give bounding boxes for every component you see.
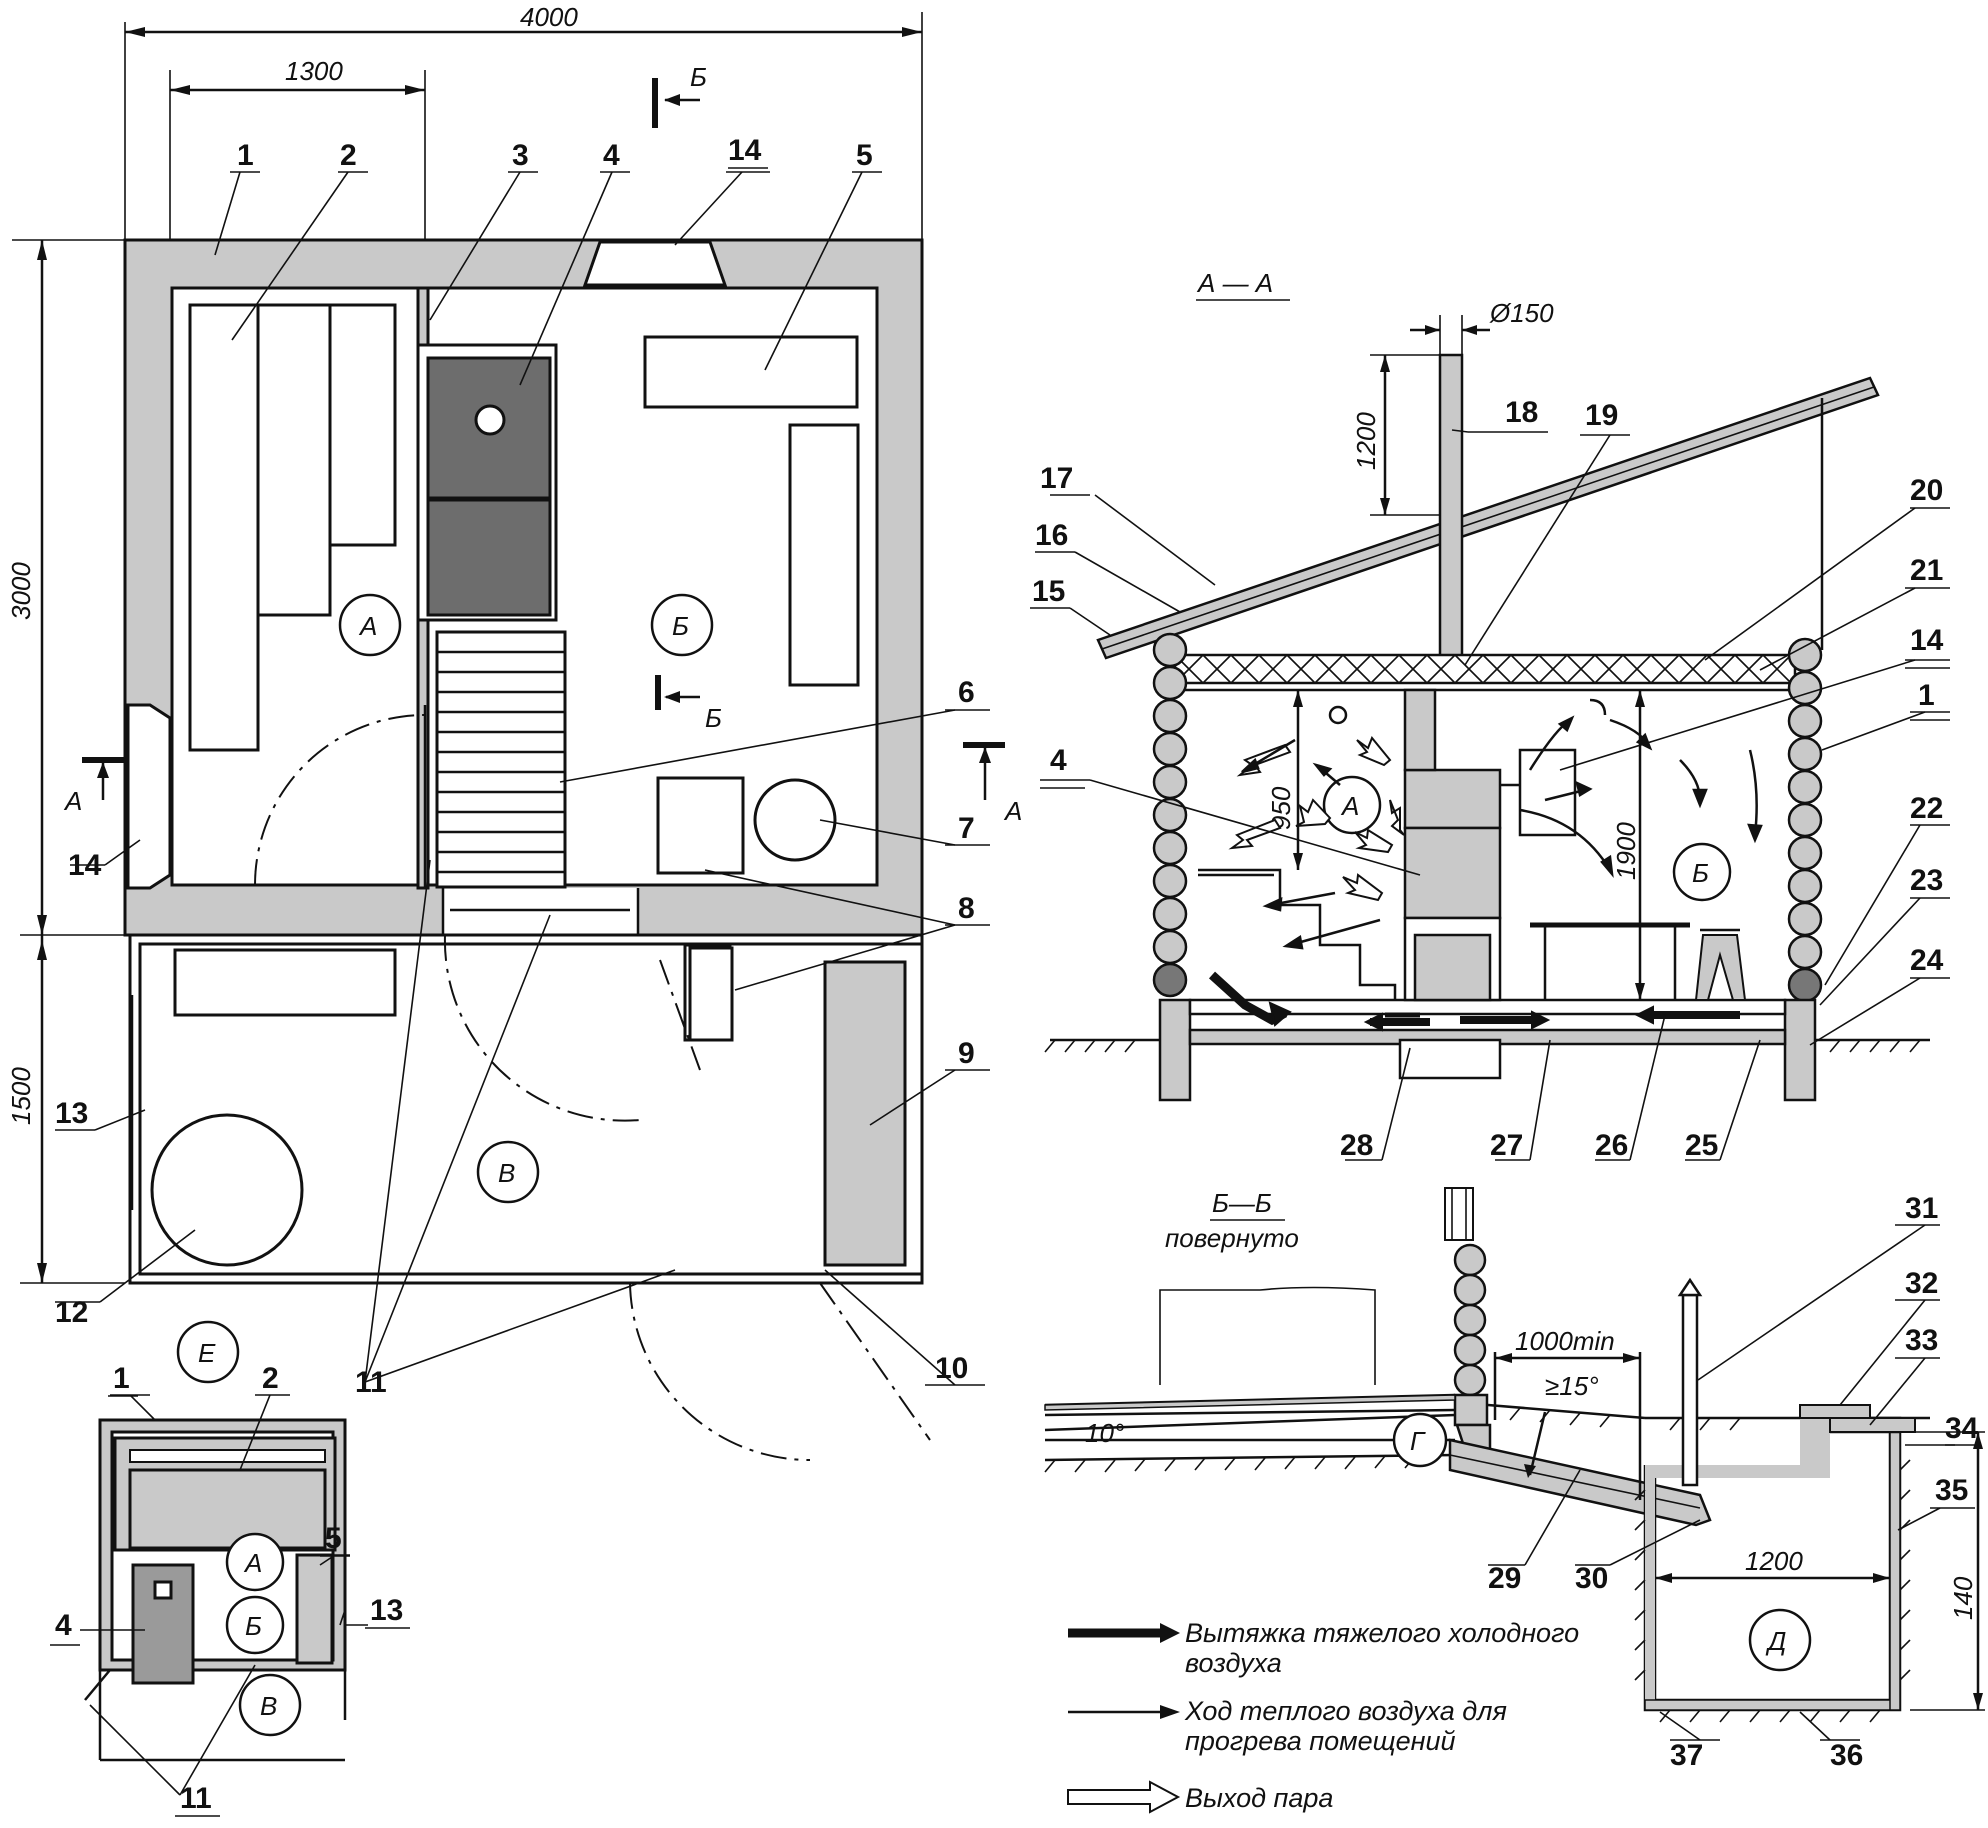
callout-6: 6: [958, 676, 975, 709]
aa-room-b: Б: [1692, 858, 1709, 888]
bb-callout-37: 37: [1670, 1739, 1703, 1772]
section-b-b: Б—Б повернуто 10°: [1044, 1187, 1985, 1772]
section-mark-a-right: А: [1003, 796, 1022, 826]
dim-room: 1900: [1611, 822, 1641, 880]
callout-3: 3: [512, 139, 529, 172]
callout-2: 2: [340, 139, 357, 172]
bb-callout-33: 33: [1905, 1324, 1938, 1357]
dim-pit-width: 1200: [1745, 1546, 1803, 1576]
callout-10: 10: [935, 1352, 968, 1385]
small-plan: А Б В 1 2 4 5 13 11: [50, 1362, 410, 1817]
section-bb-subtitle: повернуто: [1165, 1223, 1299, 1253]
aa-callout-28: 28: [1340, 1129, 1373, 1162]
callout-9: 9: [958, 1037, 975, 1070]
aa-callout-15: 15: [1032, 575, 1065, 608]
callout-13: 13: [55, 1097, 88, 1130]
bb-callout-29: 29: [1488, 1562, 1521, 1595]
callout-14-left: 14: [68, 849, 102, 882]
small-room-a: А: [243, 1548, 262, 1578]
dim-diameter: Ø150: [1489, 298, 1554, 328]
callout-12: 12: [55, 1296, 88, 1329]
dim-left-width: 1300: [285, 56, 343, 86]
dim-height-main: 3000: [6, 562, 36, 620]
bb-callout-30: 30: [1575, 1562, 1608, 1595]
callout-5: 5: [856, 139, 873, 172]
dim-chimney: 1200: [1351, 412, 1381, 470]
room-b-label: Б: [672, 611, 689, 641]
aa-callout-18: 18: [1505, 396, 1538, 429]
bb-callout-32: 32: [1905, 1267, 1938, 1300]
aa-callout-25: 25: [1685, 1129, 1718, 1162]
small-callout-2: 2: [262, 1362, 279, 1395]
small-callout-13: 13: [370, 1594, 403, 1627]
aa-callout-24: 24: [1910, 944, 1944, 977]
aa-callout-20: 20: [1910, 474, 1943, 507]
section-mark-a-left: А: [63, 786, 82, 816]
dim-min-dist: 1000min: [1515, 1326, 1615, 1356]
callout-7: 7: [958, 812, 975, 845]
room-e-label: Е: [198, 1338, 216, 1368]
bb-callout-35: 35: [1935, 1474, 1968, 1507]
aa-callout-1: 1: [1918, 679, 1935, 712]
room-v-label: В: [498, 1158, 515, 1188]
aa-callout-23: 23: [1910, 864, 1943, 897]
section-mark-b-mid: Б: [705, 703, 722, 733]
dim-slope-ground: 10°: [1085, 1418, 1124, 1448]
bb-callout-36: 36: [1830, 1739, 1863, 1772]
aa-callout-21: 21: [1910, 554, 1943, 587]
aa-callout-26: 26: [1595, 1129, 1628, 1162]
floor-plan: 4000 1300 3000 1500: [6, 2, 1022, 1461]
dim-pit-depth: 140: [1948, 1576, 1978, 1620]
bb-room-d: Д: [1765, 1626, 1786, 1656]
dim-width: 4000: [520, 2, 578, 32]
small-room-v: В: [260, 1691, 277, 1721]
small-callout-1: 1: [113, 1362, 130, 1395]
bb-callout-34: 34: [1945, 1412, 1979, 1445]
callout-4: 4: [603, 139, 620, 172]
callout-11: 11: [355, 1366, 387, 1399]
small-callout-4: 4: [55, 1609, 72, 1642]
small-room-b: Б: [245, 1611, 262, 1641]
aa-callout-16: 16: [1035, 519, 1068, 552]
bb-callout-31: 31: [1905, 1192, 1938, 1225]
legend-steam: Выход пара: [1185, 1783, 1333, 1813]
aa-callout-4: 4: [1050, 744, 1067, 777]
aa-callout-17: 17: [1040, 462, 1073, 495]
callout-8: 8: [958, 892, 975, 925]
section-aa-title: А — А: [1196, 268, 1273, 298]
small-callout-5: 5: [325, 1522, 342, 1555]
aa-callout-22: 22: [1910, 792, 1943, 825]
callout-14-top: 14: [728, 134, 762, 167]
dim-slope-pipe: ≥15°: [1545, 1371, 1599, 1401]
aa-callout-14: 14: [1910, 624, 1944, 657]
callout-1: 1: [237, 139, 254, 172]
dim-height-vest: 1500: [6, 1067, 36, 1125]
bb-room-g: Г: [1410, 1426, 1426, 1456]
aa-callout-27: 27: [1490, 1129, 1523, 1162]
section-mark-b-top: Б: [690, 62, 707, 92]
aa-room-a: А: [1340, 791, 1359, 821]
aa-callout-19: 19: [1585, 399, 1618, 432]
room-a-label: А: [358, 611, 377, 641]
small-callout-11: 11: [180, 1782, 212, 1815]
section-bb-title: Б—Б: [1212, 1188, 1272, 1218]
section-a-a: А — А Ø150 1200: [1030, 268, 1950, 1162]
